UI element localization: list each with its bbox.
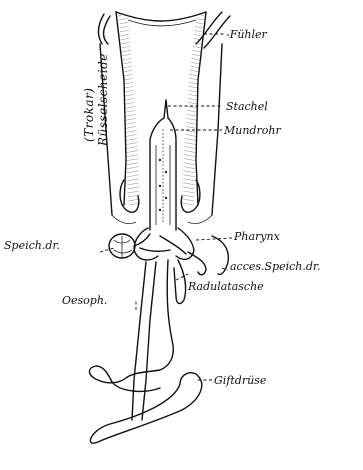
salivary-gland [109, 234, 150, 258]
proboscis-sheath [100, 12, 222, 224]
accessory-salivary-gland [188, 236, 228, 275]
label-trokar: (Trokar) [82, 88, 96, 143]
oesophagus [132, 262, 156, 420]
label-accesspeichdr: acces.Speich.dr. [230, 260, 320, 273]
pharynx [134, 228, 194, 260]
label-radulatasche: Radulatasche [187, 280, 264, 293]
label-speichdr: Speich.dr. [4, 239, 60, 252]
label-giftdruese: Giftdrüse [214, 374, 267, 387]
label-ruesselscheide: Rüsselscheide [96, 53, 110, 147]
label-fuehler: -Fühler [226, 28, 268, 41]
label-oesoph: Oesoph. [62, 294, 107, 307]
poison-duct [89, 260, 173, 391]
radula-sac [174, 260, 186, 303]
stylet-and-oral-tube [150, 100, 176, 230]
label-mundrohr: Mundrohr [223, 124, 281, 137]
label-pharynx: Pharynx [233, 230, 281, 243]
label-stachel: Stachel [226, 100, 268, 113]
